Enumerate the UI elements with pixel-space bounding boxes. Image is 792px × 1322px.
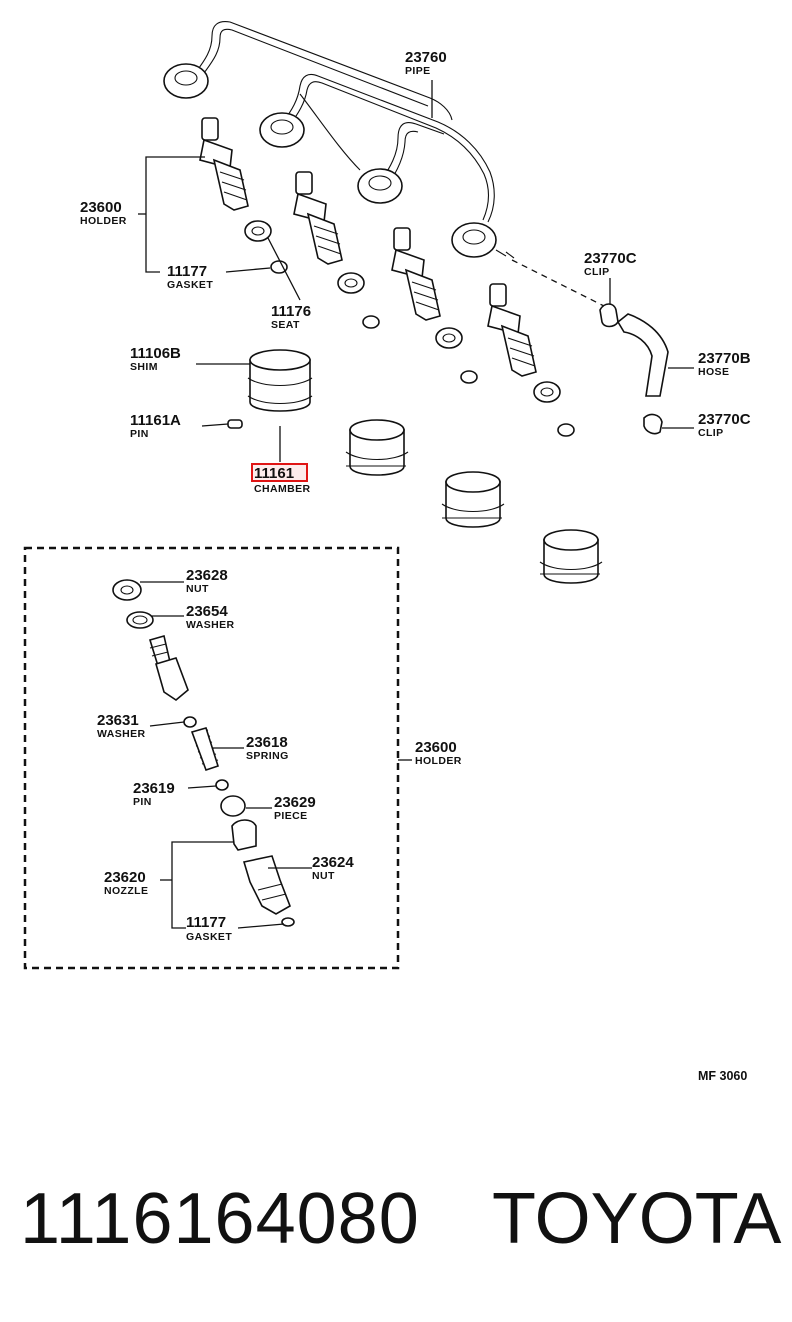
part-name-label: CLIP [698, 427, 724, 439]
nozzle-gasket [270, 260, 575, 437]
callout-nut-bottom: 23624 NUT [312, 854, 354, 882]
part-number-label: 23770B [698, 350, 751, 367]
part-name-label: GASKET [167, 279, 213, 291]
part-number-label: 23620 [104, 869, 146, 886]
part-name-label: SEAT [271, 319, 300, 331]
injector-holder [199, 117, 537, 377]
part-name-label: SPRING [246, 750, 289, 762]
part-number-footer: 1116164080 [20, 1179, 420, 1259]
hose-assembly [599, 303, 669, 435]
part-number-label: 23770C [698, 411, 751, 428]
part-name-label: HOLDER [80, 215, 127, 227]
holder-detail-box [23, 546, 400, 970]
part-number-label: 11176 [271, 303, 311, 320]
brand-footer: TOYOTA [492, 1179, 782, 1259]
part-name-label: WASHER [186, 619, 235, 631]
leader-lines-box [140, 581, 312, 929]
holder-exploded-parts [112, 579, 295, 927]
callout-clip-bottom: 23770C CLIP [698, 411, 751, 439]
part-number-label: 23654 [186, 603, 228, 620]
callout-washer-mid: 23631 WASHER [97, 712, 146, 740]
callout-shim: 11106B SHIM [130, 345, 181, 373]
part-name-label: NUT [312, 870, 335, 882]
part-name-label: GASKET [186, 931, 232, 943]
callout-seat: 11176 SEAT [271, 303, 311, 331]
callout-hose: 23770B HOSE [698, 350, 751, 378]
part-name-label: HOLDER [415, 755, 462, 767]
part-number-label: 11177 [167, 263, 207, 280]
part-name-label: NOZZLE [104, 885, 148, 897]
callout-chamber: 11161 CHAMBER [251, 463, 310, 495]
callout-nut-top: 23628 NUT [186, 567, 228, 595]
part-name-label: CLIP [584, 266, 610, 278]
part-name-label: PIN [133, 796, 152, 808]
callout-pin-mid: 23619 PIN [133, 780, 175, 808]
part-name-label: HOSE [698, 366, 729, 378]
callout-gasket-top: 11177 GASKET [167, 263, 213, 291]
banjo-fitting [163, 63, 515, 259]
part-number-label: 11161A [130, 412, 181, 429]
callout-holder-box: 23600 HOLDER [415, 739, 462, 767]
part-name-label: CHAMBER [254, 483, 310, 495]
nozzle-seat [244, 220, 561, 403]
part-name-label: WASHER [97, 728, 146, 740]
part-number-label: 23624 [312, 854, 354, 871]
callout-nozzle: 23620 NOZZLE [104, 869, 148, 897]
part-name-label: PIPE [405, 65, 431, 77]
part-number-label: 23770C [584, 250, 637, 267]
callout-gasket-bottom: 11177 GASKET [186, 914, 232, 943]
part-number-label: 23760 [405, 49, 447, 66]
callout-spring: 23618 SPRING [246, 734, 289, 762]
callout-washer-top: 23654 WASHER [186, 603, 235, 631]
leader-lines [138, 80, 694, 462]
callout-pipe: 23760 PIPE [405, 49, 447, 77]
diagram-reference: MF 3060 [698, 1069, 747, 1083]
callout-clip-top: 23770C CLIP [584, 250, 637, 278]
part-number-label: 23628 [186, 567, 228, 584]
part-number-label: 23629 [274, 794, 316, 811]
part-number-label: 23600 [80, 199, 122, 216]
part-number-label: 11106B [130, 345, 181, 362]
part-number-label: 11161 [254, 465, 294, 482]
callout-holder-top: 23600 HOLDER [80, 199, 127, 227]
part-name-label: SHIM [130, 361, 158, 373]
part-number-label: 23600 [415, 739, 457, 756]
part-name-label: PIN [130, 428, 149, 440]
part-name-label: PIECE [274, 810, 308, 822]
combustion-chamber [247, 349, 603, 584]
part-number-label: 23619 [133, 780, 175, 797]
part-number-label: 11177 [186, 914, 226, 931]
callout-piece: 23629 PIECE [274, 794, 316, 822]
chamber-pin [227, 419, 243, 429]
part-number-label: 23618 [246, 734, 288, 751]
part-number-label: 23631 [97, 712, 139, 729]
part-name-label: NUT [186, 583, 209, 595]
callout-pin-top: 11161A PIN [130, 412, 181, 440]
highlight-box [251, 463, 308, 482]
